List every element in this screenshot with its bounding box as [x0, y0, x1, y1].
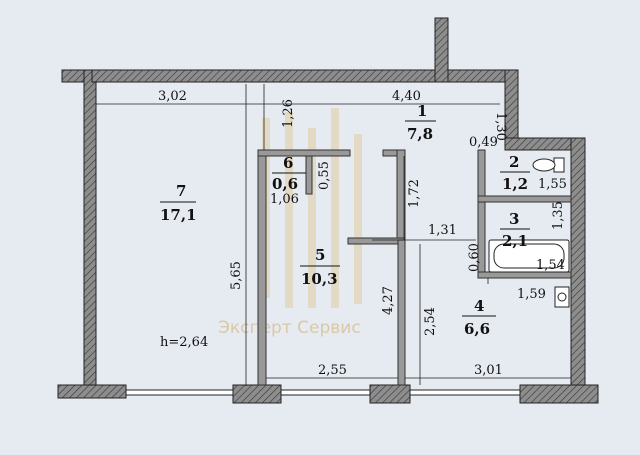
dimension-lines: [96, 84, 571, 386]
room-3-area: 2,1: [502, 232, 528, 250]
dim-1-59: 1,59: [517, 287, 546, 302]
dim-1-55: 1,55: [538, 177, 567, 192]
exterior-walls: [57, 17, 599, 404]
dim-0-60: 0,60: [467, 243, 482, 272]
dim-0-55: 0,55: [317, 161, 332, 190]
room-2-area: 1,2: [502, 175, 528, 193]
dim-1-35: 1,35: [551, 201, 566, 230]
dim-1-30: 1,30: [493, 112, 508, 141]
dim-1-72: 1,72: [407, 179, 422, 208]
room-3-number: 3: [509, 210, 519, 228]
room-4-number: 4: [474, 297, 484, 315]
bathtub-icon: [488, 239, 570, 273]
room-7-area: 17,1: [160, 206, 197, 224]
dim-4-40: 4,40: [392, 89, 421, 104]
room-5-number: 5: [315, 246, 325, 264]
room-4-area: 6,6: [464, 320, 490, 338]
dim-5-65: 5,65: [229, 261, 244, 290]
dim-3-02: 3,02: [158, 89, 187, 104]
room-6-area: 0,6: [272, 175, 298, 193]
room-7-number: 7: [176, 182, 186, 200]
room-1-number: 1: [417, 102, 427, 120]
dim-1-54: 1,54: [536, 258, 565, 273]
dim-4-27: 4,27: [381, 286, 396, 315]
dim-1-06: 1,06: [270, 192, 299, 207]
dim-0-49: 0,49: [469, 135, 498, 150]
dim-2-54: 2,54: [423, 307, 438, 336]
watermark-text: Эксперт Сервис: [218, 318, 361, 338]
interior-walls: [257, 149, 572, 386]
room-6-number: 6: [283, 154, 293, 172]
ceiling-height: h=2,64: [160, 335, 208, 350]
toilet-icon: [532, 157, 565, 173]
room-5-area: 10,3: [301, 270, 338, 288]
sink-icon: [554, 286, 570, 308]
room-2-number: 2: [509, 153, 519, 171]
windows: [125, 389, 521, 396]
room-1-area: 7,8: [407, 125, 433, 143]
dim-2-55: 2,55: [318, 363, 347, 378]
dim-3-01: 3,01: [474, 363, 503, 378]
dim-1-26: 1,26: [281, 99, 296, 128]
dim-1-31: 1,31: [428, 223, 457, 238]
